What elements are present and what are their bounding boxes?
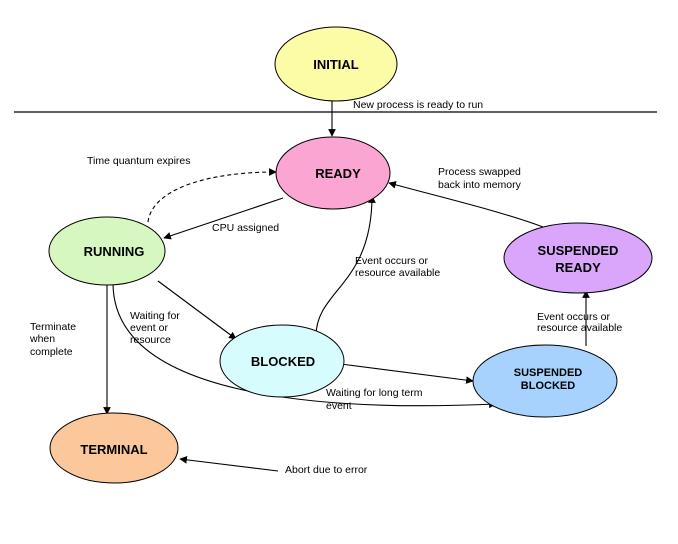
state-suspended-blocked-line2: BLOCKED <box>521 380 575 392</box>
state-suspended-ready-shape <box>503 222 653 294</box>
label-waiting-event-line1: Waiting for <box>130 310 180 322</box>
label-swapped-back-line1: Process swapped <box>438 166 521 178</box>
edge-blocked-to-ready <box>315 195 376 337</box>
state-running-shape <box>48 216 166 286</box>
state-suspended-blocked: SUSPENDED BLOCKED <box>472 344 618 418</box>
label-terminate-line2: when <box>29 333 55 345</box>
label-event-occurs-line1: Event occurs or <box>355 255 428 267</box>
state-initial-label: INITIAL <box>313 57 359 72</box>
label-susp-event-line1: Event occurs or <box>537 311 610 323</box>
edge-ready-to-running <box>163 197 284 240</box>
edge-suspended-ready-to-ready <box>388 181 544 228</box>
label-abort: Abort due to error <box>285 464 368 476</box>
label-waiting-event-line2: event or <box>130 322 168 334</box>
state-suspended-ready: SUSPENDED READY <box>503 222 653 294</box>
state-suspended-blocked-shape <box>472 344 618 418</box>
label-susp-event-line2: resource available <box>537 322 622 334</box>
label-cpu-assigned: CPU assigned <box>212 222 279 234</box>
label-waiting-event-line3: resource <box>130 334 171 346</box>
state-ready-shape <box>275 136 391 210</box>
state-blocked: BLOCKED <box>219 324 345 398</box>
label-long-term-line2: event <box>326 400 352 412</box>
state-terminal-label: TERMINAL <box>80 442 147 457</box>
state-suspended-ready-line2: READY <box>555 260 601 275</box>
label-terminate-line3: complete <box>30 346 73 358</box>
state-running-label: RUNNING <box>84 244 145 259</box>
state-terminal: TERMINAL <box>49 412 179 484</box>
label-terminate-line1: Terminate <box>30 321 76 333</box>
edge-running-to-blocked <box>157 280 237 340</box>
label-time-quantum: Time quantum expires <box>87 155 191 167</box>
state-initial: INITIAL <box>274 26 398 102</box>
edge-running-to-suspended-blocked <box>112 282 497 409</box>
edge-running-to-ready <box>147 168 277 223</box>
edge-abort-to-terminal <box>179 456 279 472</box>
state-blocked-label: BLOCKED <box>251 354 315 369</box>
state-blocked-shape <box>219 324 345 398</box>
state-initial-shape <box>274 26 398 102</box>
state-ready: READY <box>275 136 391 210</box>
edge-blocked-to-suspended-blocked <box>332 362 474 384</box>
state-suspended-ready-line1: SUSPENDED <box>538 243 619 258</box>
state-suspended-blocked-line1: SUSPENDED <box>514 367 583 379</box>
label-long-term-line1: Waiting for long term <box>326 387 423 399</box>
label-new-process: New process is ready to run <box>353 99 483 111</box>
state-ready-label: READY <box>315 166 361 181</box>
label-swapped-back-line2: back into memory <box>438 179 522 191</box>
state-terminal-shape <box>49 412 179 484</box>
state-running: RUNNING <box>48 216 166 286</box>
label-event-occurs-line2: resource available <box>355 267 440 279</box>
